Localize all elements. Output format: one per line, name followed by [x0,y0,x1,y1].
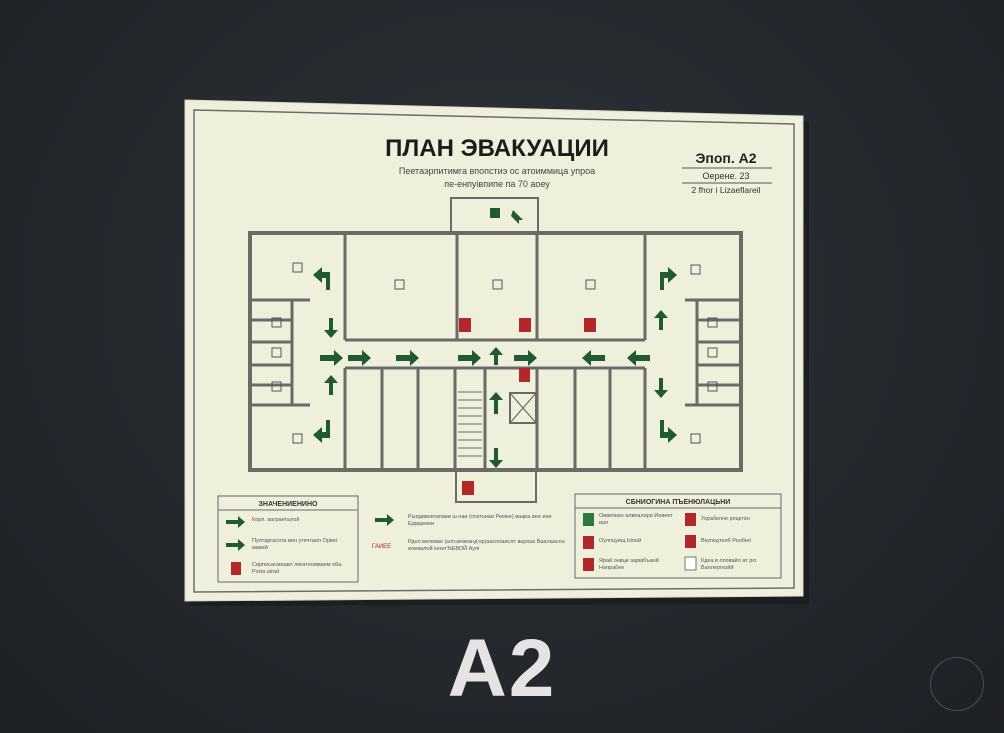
sign-subtitle-1: Пеетаэрпитимга впопстиэ ос атоиммица упр… [399,166,595,176]
floor-plan [248,197,743,503]
legend-item: Оввелкин алвеалари Иевеет вал [599,513,673,526]
arrow-right-icon [375,514,394,526]
legend-left-title: ЗНАЧЕНИЕНИНО [259,501,318,508]
arrow-down-icon [324,318,338,338]
sign-info-1: Эпоп. A2 [695,150,756,166]
legend-item: Кдеа в оповайл ат рсі Ваплергезйй [701,558,757,571]
arrow-corner-icon [660,420,677,443]
arrow-up-icon [324,375,338,395]
fire-equipment [459,318,596,495]
arrow-up-icon [489,347,503,365]
legend-item: Корп. ааграеталой [252,517,300,523]
arrow-right-icon [226,516,245,528]
legend-right-box [574,493,782,579]
sign-subtitle-2: пе-енпуівпипе па 70 аоеу [444,179,550,189]
sign-info-3: 2 fhor i Lizaeflareil [692,185,761,195]
legend-item: Ярай онвце зарвібъаой Напрабее [599,558,659,571]
top-entrance [450,197,539,234]
arrow-right-icon [320,350,343,366]
arrow-right-icon [348,350,371,366]
legend-right: СБНИОГИНА ПЪЕНЮЛАЦЬНИ [574,493,782,579]
fire-extinguisher-icon [459,318,471,332]
arrow-up-icon [654,310,668,330]
fire-extinguisher-icon [519,368,530,382]
fire-hose-icon [685,513,696,526]
exit-sign-icon [583,513,594,526]
arrow-exit-icon [511,210,523,224]
fire-hose-icon [231,562,241,575]
legend-mid: ГАИЕЕ [372,514,394,550]
arrow-right-icon [458,350,481,366]
fire-extinguisher-icon [519,318,531,332]
bottom-exit [455,469,537,503]
elevator-cross [509,392,537,424]
arrow-right-icon [514,350,537,366]
legend-item: Рыпдивоегапави ш наи (отатниаи Ремее) ва… [408,514,552,527]
sign-title: ПЛАН ЭВАКУАЦИИ [385,135,609,162]
legend-item: Рдел велевае (ыпсаевеанд'нр)ааспоаислт в… [408,539,565,552]
legend-item: Украбелне рпцктон [701,516,750,522]
fire-hose-icon [462,481,474,495]
arrow-corner-icon [660,267,677,290]
legend-item: Вкупедтелб Ронбел [701,538,751,544]
legend-item: Сирписасмоавл лигатеоимаем оба. Porta at… [252,562,343,575]
arrow-left-icon [582,350,605,366]
legend-left-box [217,495,359,583]
legend-item: Оулпцувщ Ыоой [599,538,642,544]
staircase [458,391,482,457]
arrow-corner-icon [313,267,330,290]
arrow-right-icon [226,539,245,551]
arrow-up-icon [489,392,503,414]
room-markers [271,262,718,444]
arrow-corner-icon [313,420,330,443]
arrow-left-icon [627,350,650,366]
legend-item: Пуптаргасота вен утечтаел Орвеі мавей [252,538,338,551]
circle-button[interactable] [930,657,984,711]
size-label: A2 [447,623,557,714]
arrow-down-icon [489,448,503,468]
fire-extinguisher-icon [583,536,594,549]
legend-left: ЗНАЧЕНИЕНИНО [217,495,359,583]
elevator [509,392,537,424]
exit-sign-icon [490,208,500,218]
arrow-right-icon [396,350,419,366]
legend-tag: ГАИЕЕ [372,544,391,550]
legend-right-title: СБНИОГИНА ПЪЕНЮЛАЦЬНИ [626,499,731,506]
no-fire-icon [583,558,594,571]
sign-info-2: Оерене. 23 [702,171,749,181]
you-are-here-icon [684,556,697,571]
evacuation-arrows [313,208,677,468]
sign-border [193,109,795,593]
fire-alarm-icon [685,535,696,548]
fire-hose-icon [584,318,596,332]
arrow-down-icon [654,378,668,398]
